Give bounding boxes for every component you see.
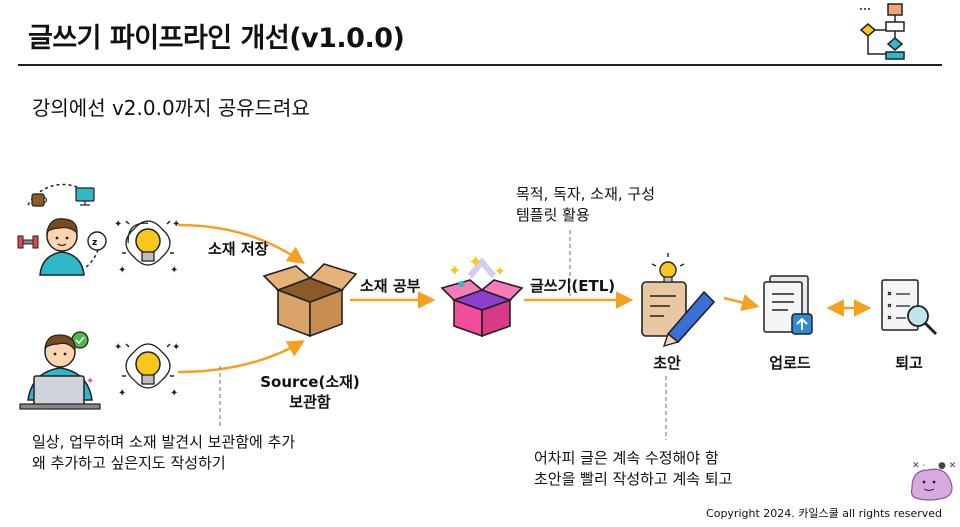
source-box-caption-line2: 보관함 — [289, 393, 331, 411]
draft-label: 초안 — [653, 354, 681, 372]
svg-text:●: ● — [458, 279, 465, 288]
svg-text:✦: ✦ — [114, 342, 122, 353]
page-title: 글쓰기 파이프라인 개선(v1.0.0) — [28, 23, 405, 54]
study-label: 소재 공부 — [360, 277, 421, 295]
svg-text:✦: ✦ — [468, 252, 483, 273]
draft-pencil-icon — [641, 253, 716, 348]
left-note-line: 왜 추가하고 싶은지도 작성하기 — [32, 454, 226, 472]
idea-bulb-icon: ✦ ✦ ✦ ✦ — [114, 219, 180, 276]
upload-document-icon — [763, 275, 813, 335]
svg-text:z: z — [92, 238, 97, 248]
flowchart-icon — [859, 3, 905, 60]
svg-text:✦: ✦ — [170, 388, 178, 399]
svg-text:✦: ✦ — [494, 264, 506, 280]
top-note-line: 목적, 독자, 소재, 구성 — [516, 185, 656, 203]
svg-text:✦: ✦ — [114, 219, 122, 230]
page-subtitle: 강의에선 v2.0.0까지 공유드려요 — [32, 96, 310, 120]
svg-text:✦: ✦ — [118, 388, 126, 399]
svg-text:✦: ✦ — [118, 265, 126, 276]
source-box-caption: Source(소재) 보관함 — [250, 372, 370, 412]
left-note: 일상, 업무하며 소재 발견시 보관함에 추가 왜 추가하고 싶은지도 작성하기 — [32, 432, 295, 474]
source-box-caption-line1: Source(소재) — [260, 373, 360, 391]
svg-text:✦: ✦ — [448, 261, 461, 280]
gift-box-icon: ✦ ✦ ✦ ● — [440, 252, 524, 338]
svg-text:✦: ✦ — [172, 342, 180, 353]
idea-bulb-icon: ✦ ✦ ✦ ✦ — [114, 342, 180, 399]
retro-label: 퇴고 — [895, 354, 923, 372]
svg-text:✦: ✦ — [170, 265, 178, 276]
bottom-note-line: 초안을 빨리 작성하고 계속 퇴고 — [534, 470, 733, 488]
svg-text:✕ ·: ✕ · — [912, 461, 925, 471]
bottom-note-line: 어차피 글은 계속 수정해야 함 — [534, 449, 719, 467]
upload-label: 업로드 — [769, 354, 811, 372]
copyright-text: Copyright 2024. 카일스쿨 all rights reserved — [706, 507, 942, 520]
top-note-line: 템플릿 활용 — [516, 206, 590, 224]
collect-arrow-top — [177, 223, 305, 265]
writing-label: 글쓰기(ETL) — [530, 277, 616, 295]
review-document-icon — [881, 279, 938, 336]
top-note: 목적, 독자, 소재, 구성 템플릿 활용 — [516, 184, 655, 226]
person-with-habits-icon: z — [17, 183, 107, 276]
person-at-laptop-icon: ✦ — [19, 331, 101, 410]
svg-text:● ✕: ● ✕ — [938, 461, 956, 471]
cardboard-box-icon — [262, 263, 358, 338]
svg-text:✦: ✦ — [172, 219, 180, 230]
bottom-note: 어차피 글은 계속 수정해야 함 초안을 빨리 작성하고 계속 퇴고 — [534, 448, 732, 490]
title-divider — [18, 64, 942, 66]
collect-arrow-bottom — [177, 340, 306, 374]
ditto-mascot-icon: ✕ · ● ✕ — [910, 461, 956, 501]
svg-text:✦: ✦ — [86, 376, 94, 387]
upload-arrow — [723, 294, 760, 312]
collect-label: 소재 저장 — [208, 240, 269, 258]
left-note-line: 일상, 업무하며 소재 발견시 보관함에 추가 — [32, 433, 296, 451]
